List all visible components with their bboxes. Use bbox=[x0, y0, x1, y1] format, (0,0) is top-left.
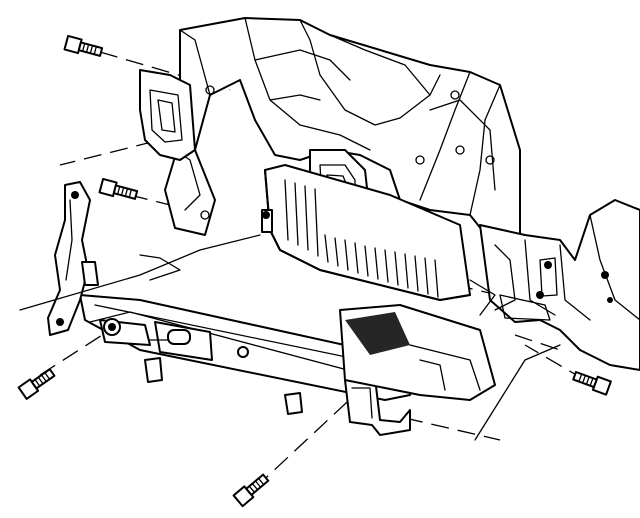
bolt-icon bbox=[232, 473, 270, 508]
left-vertical-bracket bbox=[47, 181, 99, 336]
right-side-bracket bbox=[469, 199, 640, 371]
bolt-icon bbox=[17, 368, 56, 400]
blower-box bbox=[339, 304, 496, 401]
bolt-icon bbox=[572, 371, 612, 396]
hvac-duct-housing bbox=[164, 17, 521, 251]
left-mount-bracket bbox=[139, 69, 196, 161]
base-floor-outline bbox=[19, 234, 561, 441]
rail-end-bracket bbox=[344, 377, 411, 436]
bolt-icon bbox=[63, 34, 104, 57]
heat-exchanger-core bbox=[261, 164, 471, 301]
lower-support-rail bbox=[79, 294, 416, 415]
bolt-icon bbox=[98, 177, 139, 200]
